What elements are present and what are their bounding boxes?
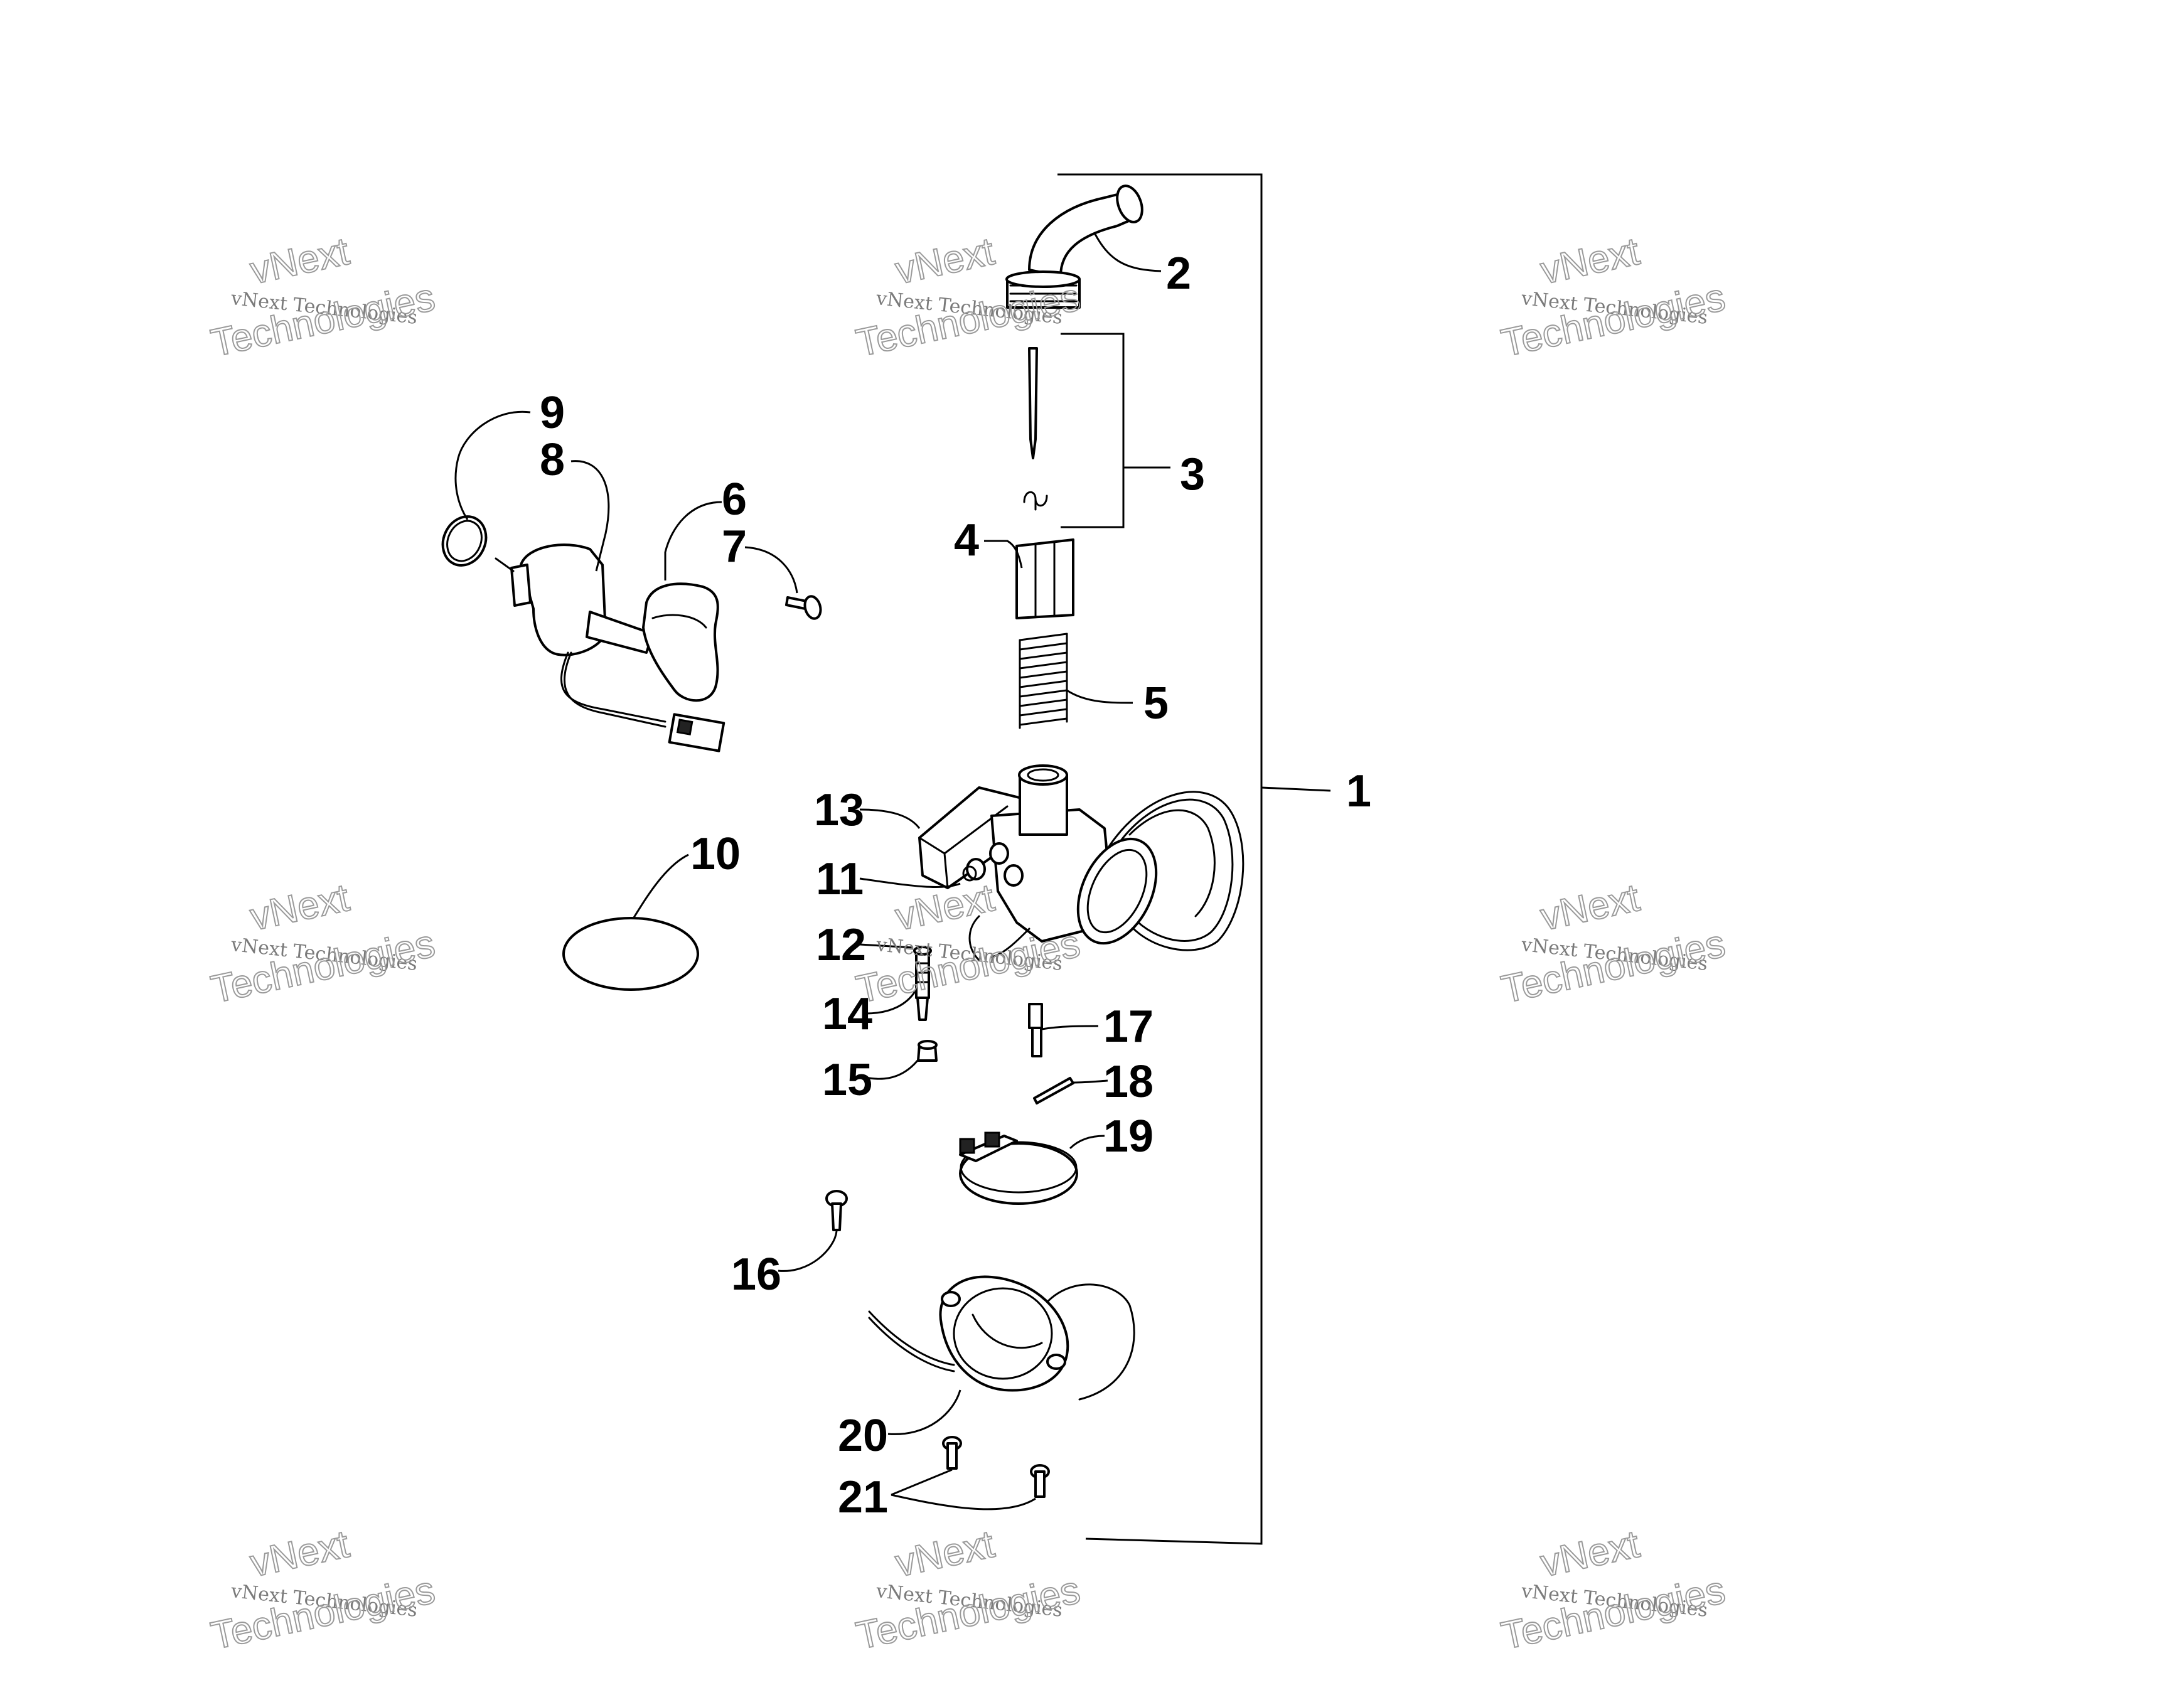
part-12-jet-holder[interactable] <box>913 946 932 956</box>
callout-17: 17 <box>1103 1002 1154 1052</box>
watermark-top-7: vNext <box>247 1522 353 1585</box>
part-6-choke-cover[interactable] <box>642 582 719 702</box>
callout-13: 13 <box>814 785 864 835</box>
callout-19: 19 <box>1103 1111 1154 1162</box>
part-16-screw[interactable] <box>825 1190 848 1231</box>
callout-11: 11 <box>816 854 864 904</box>
callout-6: 6 <box>722 474 747 525</box>
part-5-spring[interactable] <box>1019 633 1068 729</box>
callout-2: 2 <box>1166 249 1191 299</box>
part-7-screw[interactable] <box>785 595 823 621</box>
callout-4: 4 <box>954 515 979 565</box>
callout-12: 12 <box>816 920 866 970</box>
leader-lines <box>454 233 1162 1511</box>
part-17-float-pin[interactable] <box>1028 1003 1043 1057</box>
callout-1: 1 <box>1346 766 1371 816</box>
part-11-pilot-port[interactable] <box>962 865 977 882</box>
watermark-top-4: vNext <box>247 876 353 939</box>
watermark-top-3: vNext <box>1537 230 1643 292</box>
watermark-top-1: vNext <box>247 230 353 292</box>
part-14-main-jet[interactable] <box>915 953 930 1021</box>
callout-8: 8 <box>540 435 565 485</box>
part-2-elbow-fitting[interactable] <box>1005 183 1147 309</box>
part-20-float-bowl[interactable] <box>868 1275 1135 1401</box>
part-10-gasket-ring[interactable] <box>562 917 699 991</box>
callout-14: 14 <box>822 989 872 1039</box>
part-13-carburetor-body[interactable] <box>918 764 1245 961</box>
callout-labels: 1 2 3 4 5 6 7 8 9 10 11 12 13 14 15 16 1… <box>540 249 1371 1522</box>
watermark-top-8: vNext <box>892 1522 998 1585</box>
callout-9: 9 <box>540 388 565 438</box>
callout-3: 3 <box>1180 449 1205 500</box>
watermark-top-2: vNext <box>892 230 998 292</box>
callout-10: 10 <box>690 829 741 879</box>
part-9-o-ring[interactable] <box>435 510 494 572</box>
callout-15: 15 <box>822 1055 872 1105</box>
callout-16: 16 <box>731 1249 781 1300</box>
part-19-float[interactable] <box>959 1131 1078 1205</box>
part-8-choke-solenoid[interactable] <box>495 543 725 752</box>
callout-20: 20 <box>838 1411 888 1461</box>
watermark: vNext vNext Technologies Technologies vN… <box>206 229 1729 1659</box>
watermark-top-9: vNext <box>1537 1522 1643 1585</box>
assembly-bracket <box>1057 173 1331 1545</box>
callout-7: 7 <box>722 521 747 572</box>
callout-21: 21 <box>838 1472 888 1522</box>
part-21-bowl-bolts[interactable] <box>942 1436 1050 1498</box>
watermark-top-6: vNext <box>1537 876 1643 939</box>
part-15-drain-plug[interactable] <box>917 1040 938 1062</box>
part-3-needle-and-clip[interactable] <box>1023 333 1170 528</box>
callout-5: 5 <box>1143 678 1169 729</box>
part-4-slide-sleeve[interactable] <box>1015 538 1074 619</box>
part-18-pin[interactable] <box>1033 1077 1074 1104</box>
callout-18: 18 <box>1103 1057 1154 1107</box>
